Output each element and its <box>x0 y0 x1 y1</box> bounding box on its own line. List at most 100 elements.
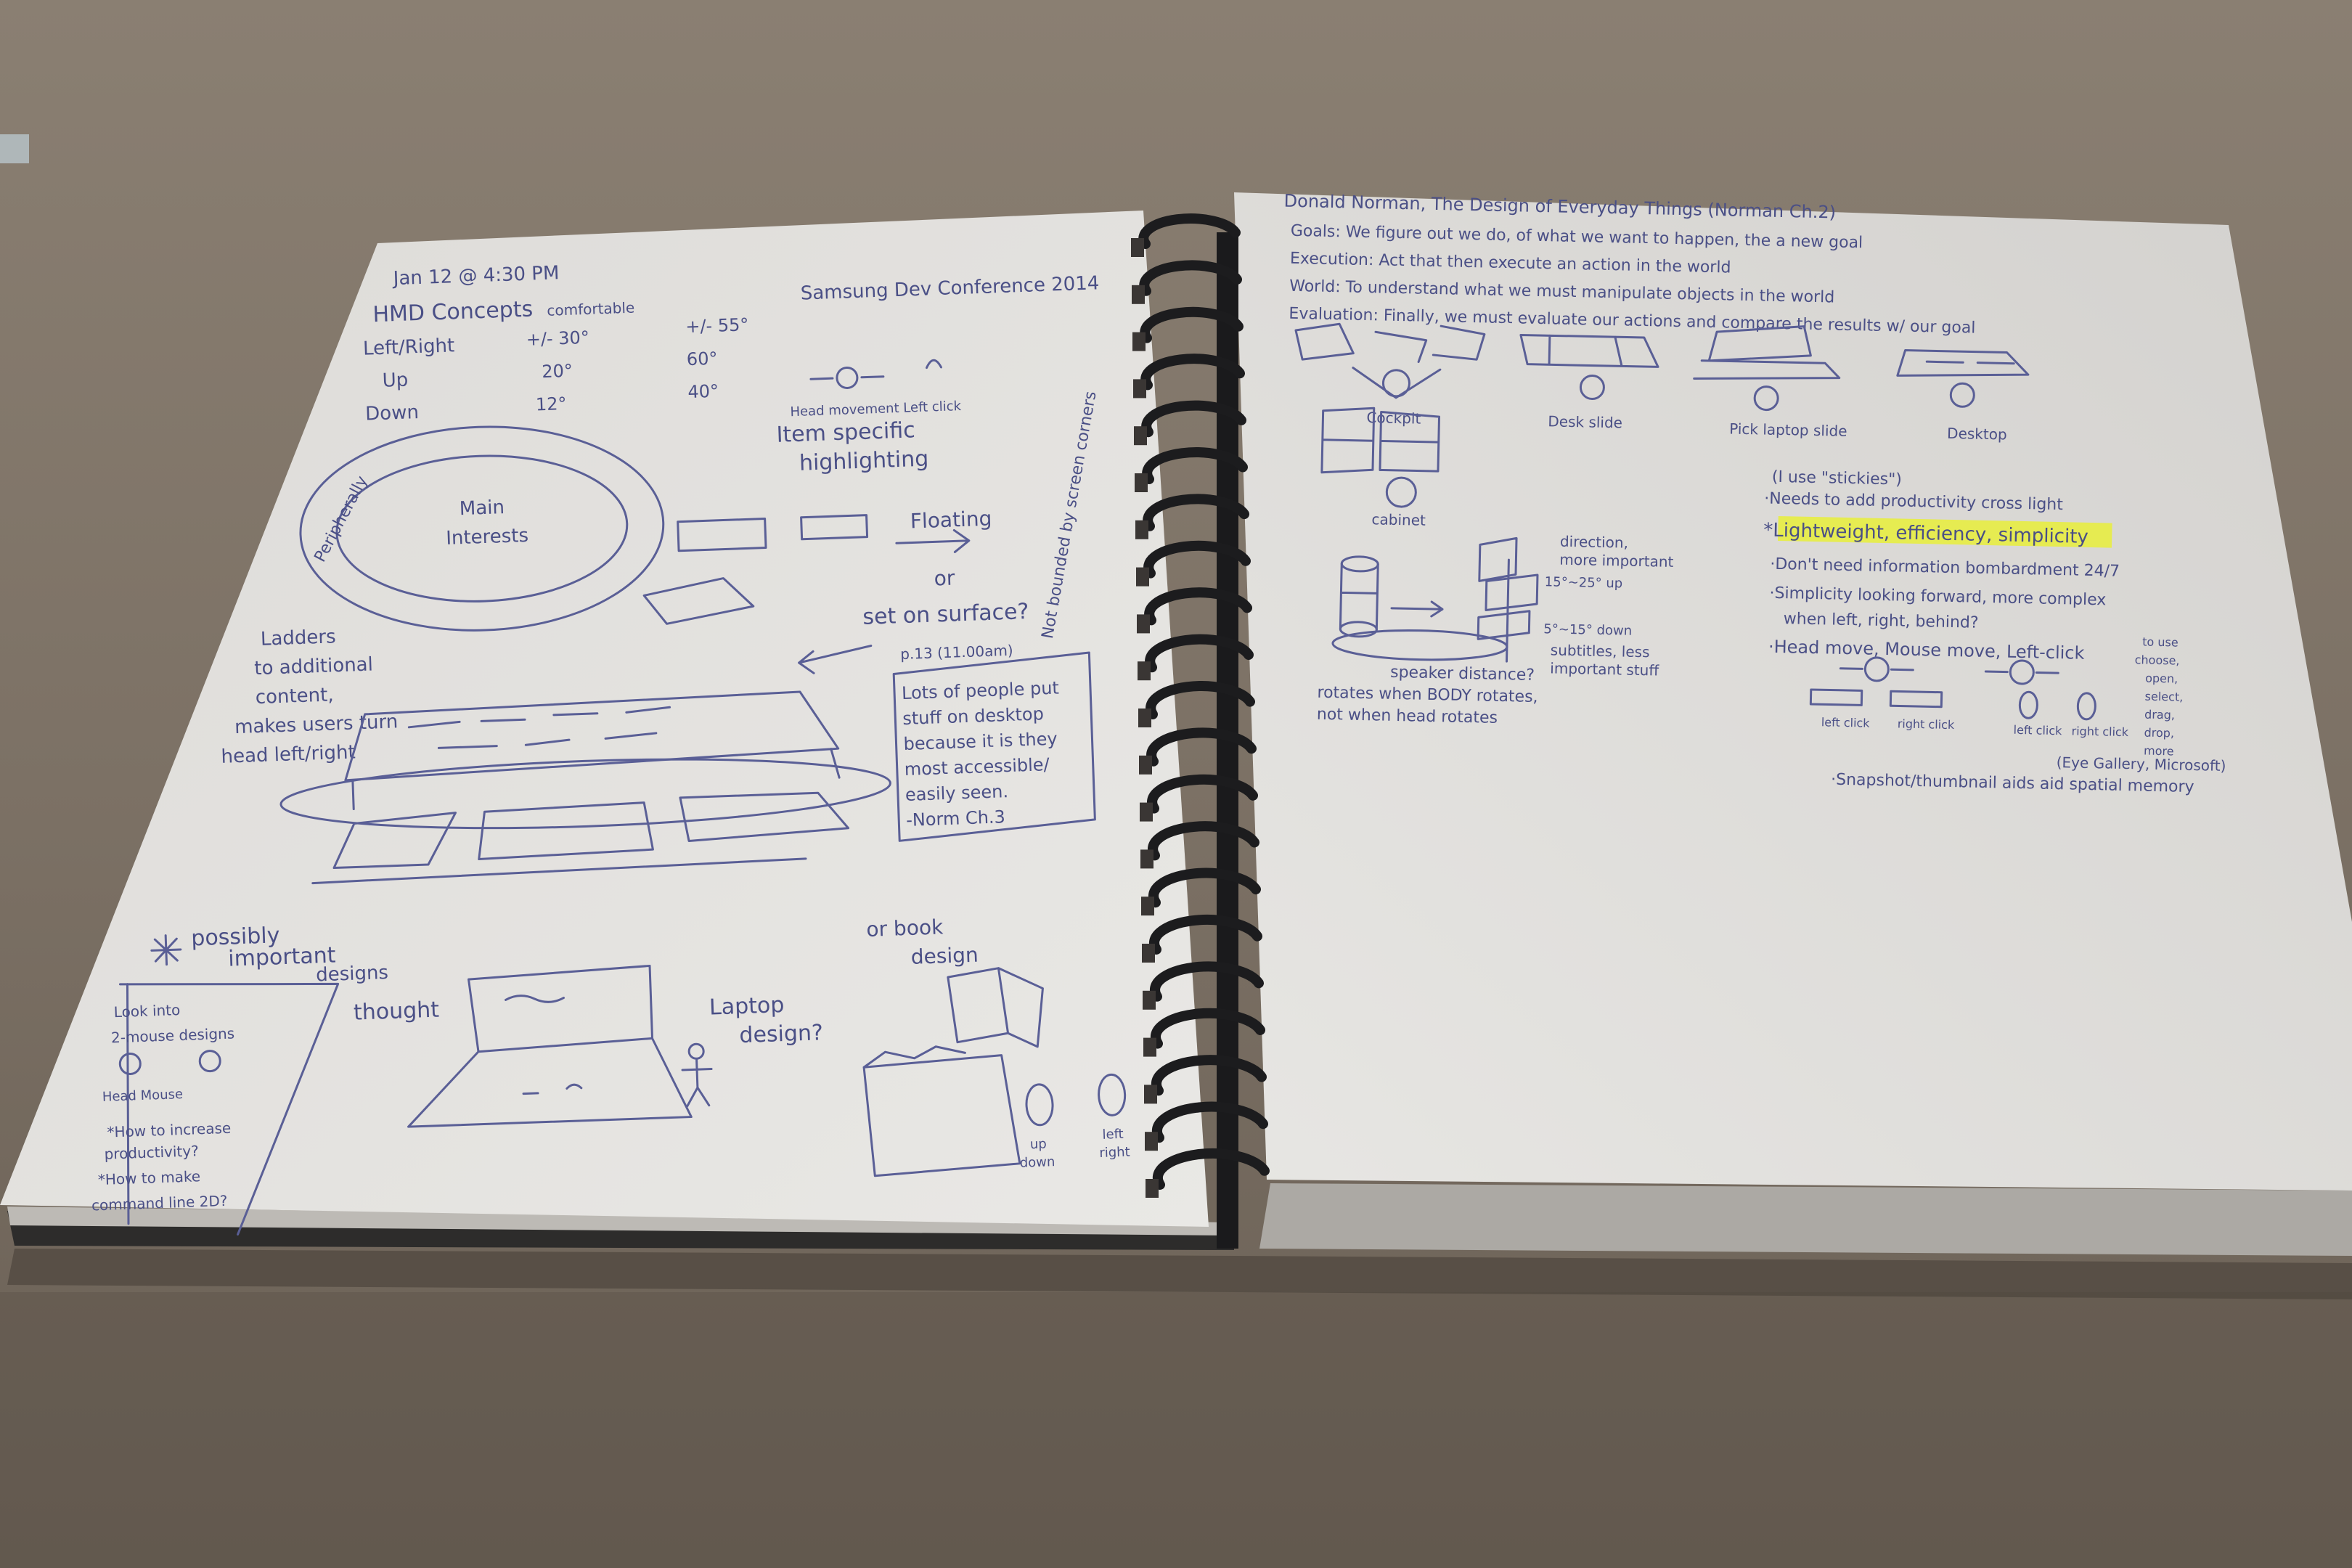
smiley-icon-small <box>118 1052 142 1075</box>
sketch-label-laptop: Pick laptop slide <box>1729 420 1847 440</box>
table-row-1-v2: +/- 55° <box>685 314 749 337</box>
right-page-stack <box>1259 1183 2352 1256</box>
spiral-hole <box>1138 661 1151 681</box>
desktop-head <box>1949 382 1975 408</box>
cabinet-sketch <box>1320 407 1441 474</box>
spiral-coil <box>1148 867 1261 908</box>
spiral-coil <box>1140 306 1244 343</box>
spiral-coil <box>1138 213 1241 249</box>
laptop-sketch <box>407 964 693 1128</box>
panel-stack-sketch <box>1477 536 1539 663</box>
or-book-2: design <box>910 943 979 969</box>
cockpit-head <box>1381 369 1410 398</box>
eye-gallery: (Eye Gallery, Microsoft) <box>2056 754 2226 775</box>
speaker-note-1: speaker distance? <box>1390 663 1535 685</box>
lower-panels <box>311 791 850 885</box>
spiral-hole <box>1140 849 1153 869</box>
table-row-3-v1: 12° <box>535 393 566 415</box>
icon-label-3: left click <box>2013 723 2062 738</box>
sketch-label-cabinet: cabinet <box>1371 510 1426 529</box>
mouse-label-left: left <box>1102 1127 1124 1143</box>
spiral-coil <box>1144 587 1252 626</box>
highlighter-mark <box>1778 515 2112 548</box>
desk-sketch <box>344 690 841 811</box>
small-note-4: *How to increase <box>107 1119 231 1141</box>
spiral-coil <box>1148 915 1262 955</box>
spiral-hole <box>1137 614 1150 634</box>
spiral-hole <box>1136 567 1149 587</box>
item-note-2: highlighting <box>799 446 928 476</box>
icon-label-2: right click <box>1898 716 1956 732</box>
interest-ellipse-outer <box>299 425 665 632</box>
possibly-3: designs <box>316 962 389 986</box>
floating-panels-sketch <box>642 514 869 625</box>
box-note-2: stuff on desktop <box>902 703 1044 729</box>
interest-ellipse-inner <box>335 454 629 603</box>
surface-arrow <box>798 645 873 674</box>
small-note-2: 2-mouse designs <box>111 1024 235 1046</box>
smiley-icon-right <box>1863 656 1890 682</box>
table-row-1-label: Left/Right <box>363 335 455 359</box>
right-margin-5: drag, <box>2144 708 2175 722</box>
spiral-hole <box>1132 332 1146 351</box>
possibly-2: important <box>228 943 337 972</box>
bottom-shade <box>0 1292 2352 1568</box>
spiral-hole <box>1133 379 1146 399</box>
small-note-1: Look into <box>113 1001 180 1021</box>
sketch-label-desk: Desk slide <box>1548 412 1622 431</box>
laptop-slide-sketch <box>1693 325 1841 380</box>
spiral-hole <box>1143 1037 1156 1057</box>
spiral-hole <box>1143 990 1156 1010</box>
desk-surface <box>279 758 891 830</box>
mid-note-5: subtitles, less <box>1551 641 1650 661</box>
spiral-coil <box>1141 400 1246 438</box>
laptop-slide-head <box>1753 385 1779 412</box>
mid-note-6: important stuff <box>1550 659 1660 679</box>
right-margin-6: drop, <box>2144 726 2174 740</box>
spiral-hole <box>1134 426 1147 446</box>
laptop-label-1: Laptop <box>709 992 784 1021</box>
cabinet-head <box>1385 476 1417 508</box>
spiral-coil <box>1151 1101 1268 1143</box>
desktop-sketch <box>1896 349 2030 377</box>
spiral-coil <box>1149 961 1264 1002</box>
spiral-coil <box>1150 1008 1265 1049</box>
right-margin-4: select, <box>2144 690 2183 704</box>
header-note: comfortable <box>547 299 635 319</box>
spiral-hole <box>1135 520 1148 539</box>
spiral-coil <box>1146 681 1255 719</box>
spiral-hole <box>1141 897 1154 916</box>
or-book-1: or book <box>866 915 944 942</box>
speaker-note-3: not when head rotates <box>1317 706 1498 727</box>
sketch-label-desktop: Desktop <box>1947 425 2007 444</box>
mid-note-2: more important <box>1559 551 1674 571</box>
mouse-sketch-1 <box>1025 1083 1054 1127</box>
set-on-surface: set on surface? <box>862 599 1029 630</box>
smiley-icon <box>836 366 859 389</box>
right-margin-1: to use <box>2142 634 2179 649</box>
cockpit-sketch <box>1294 322 1486 399</box>
mid-note-3: 15°~25° up <box>1545 574 1623 591</box>
base-arc <box>1331 629 1508 661</box>
spiral-hole <box>1140 802 1153 822</box>
spiral-coil <box>1152 1148 1270 1190</box>
light-glare <box>0 134 29 163</box>
spiral-coil <box>1143 494 1249 531</box>
header-title: HMD Concepts <box>372 297 534 328</box>
ladder-note-1: Ladders <box>260 626 336 650</box>
small-note-5: productivity? <box>104 1142 199 1163</box>
laptop-label-2: design? <box>739 1020 824 1048</box>
spiral-coil <box>1148 821 1259 861</box>
box-note-header: p.13 (11.00am) <box>900 642 1013 663</box>
spiral-hole <box>1132 285 1145 304</box>
mid-note-4: 5°~15° down <box>1543 621 1632 639</box>
arrow-sketch <box>809 359 942 380</box>
list-intro: (I use "stickies") <box>1772 468 1902 489</box>
cylinder-bottom <box>1339 621 1378 638</box>
thought-frame <box>118 982 340 1236</box>
desk-slide-head <box>1579 375 1605 401</box>
bullet-3: when left, right, behind? <box>1784 610 1979 632</box>
icon-label-1: left click <box>1821 715 1871 730</box>
spiral-coil <box>1143 540 1251 579</box>
spiral-hole <box>1135 473 1148 492</box>
